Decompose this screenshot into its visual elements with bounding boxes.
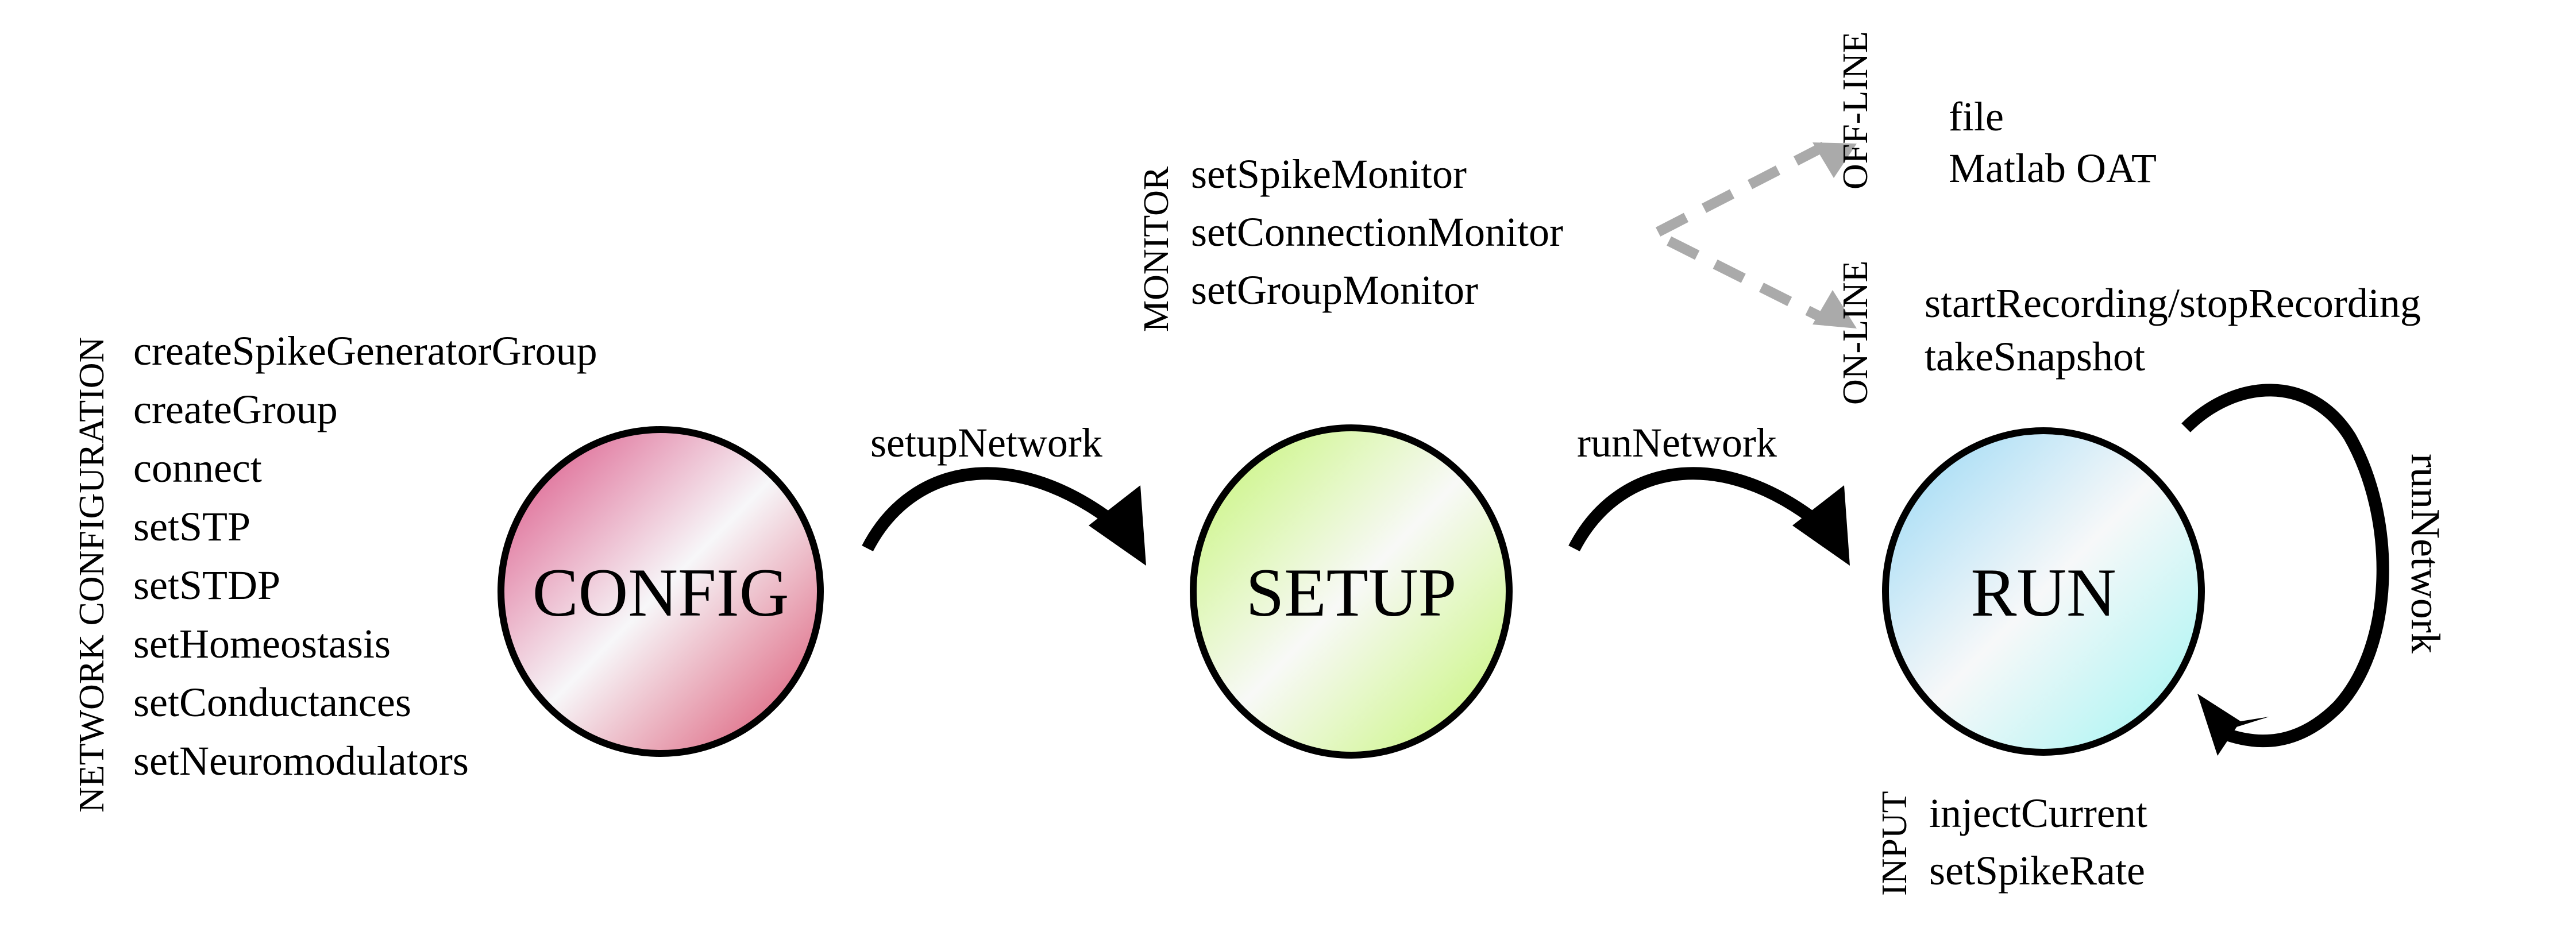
online-heading: ON-LINE: [1836, 261, 1875, 405]
monitor-item: setGroupMonitor: [1191, 267, 1478, 313]
network-configuration-group: NETWORK CONFIGURATION createSpikeGenerat…: [72, 328, 597, 813]
run-loop-label: runNetwork: [2403, 454, 2448, 654]
config-item: connect: [133, 445, 262, 491]
offline-arrow-head-icon: [1813, 142, 1857, 178]
monitor-group: MONITOR setSpikeMonitor setConnectionMon…: [1137, 151, 1563, 332]
online-arrow-head-icon: [1813, 290, 1857, 328]
setup-network-label: setupNetwork: [870, 420, 1102, 466]
monitor-item: setSpikeMonitor: [1191, 151, 1467, 197]
offline-group: OFF-LINE file Matlab OAT: [1836, 31, 2157, 191]
setup-label: SETUP: [1246, 554, 1457, 631]
config-node: [498, 426, 824, 757]
config-item: setSTDP: [133, 562, 280, 608]
state-setup: SETUP: [1190, 424, 1513, 759]
config-label: CONFIG: [533, 554, 789, 631]
run-network-arrow-shaft: [1568, 467, 1840, 552]
config-item: setNeuromodulators: [133, 738, 469, 784]
state-run: RUN: [1882, 427, 2205, 756]
run-loop-arrow-head-icon: [2197, 694, 2240, 756]
network-configuration-heading: NETWORK CONFIGURATION: [72, 337, 111, 813]
input-heading: INPUT: [1875, 791, 1914, 896]
monitor-item: setConnectionMonitor: [1191, 209, 1563, 255]
config-item: setHomeostasis: [133, 621, 391, 667]
run-loop-arrow-shaft: [2181, 384, 2389, 748]
setup-network-arrow-shaft: [862, 467, 1136, 552]
input-item: injectCurrent: [1929, 790, 2147, 836]
online-item: takeSnapshot: [1925, 334, 2145, 380]
dashed-branch-lines: [1643, 141, 1827, 324]
monitor-heading: MONITOR: [1137, 166, 1176, 332]
state-config: CONFIG: [498, 426, 824, 757]
monitor-branch-arrows: [1643, 141, 1857, 328]
offline-item: Matlab OAT: [1949, 145, 2157, 191]
run-label: RUN: [1970, 554, 2116, 631]
offline-item: file: [1949, 94, 2004, 140]
transition-run-network: runNetwork: [1568, 420, 1850, 566]
config-item: setSTP: [133, 504, 250, 550]
transition-setup-network: setupNetwork: [862, 420, 1146, 566]
config-item: createSpikeGeneratorGroup: [133, 328, 597, 374]
config-item: createGroup: [133, 386, 338, 432]
online-item: startRecording/stopRecording: [1925, 280, 2421, 326]
setup-network-arrow-head-icon: [1089, 485, 1146, 566]
transition-run-loop: runNetwork: [2181, 384, 2448, 756]
setup-node: [1190, 424, 1513, 759]
online-group: ON-LINE startRecording/stopRecording tak…: [1836, 261, 2421, 405]
run-network-label: runNetwork: [1577, 420, 1777, 466]
run-network-arrow-head-icon: [1792, 485, 1850, 566]
run-node: [1882, 427, 2205, 756]
input-group: INPUT injectCurrent setSpikeRate: [1875, 790, 2147, 896]
offline-heading: OFF-LINE: [1836, 31, 1875, 190]
config-item: setConductances: [133, 679, 411, 725]
run-loop-arrow-barb-icon: [2197, 694, 2269, 729]
input-item: setSpikeRate: [1929, 848, 2145, 894]
